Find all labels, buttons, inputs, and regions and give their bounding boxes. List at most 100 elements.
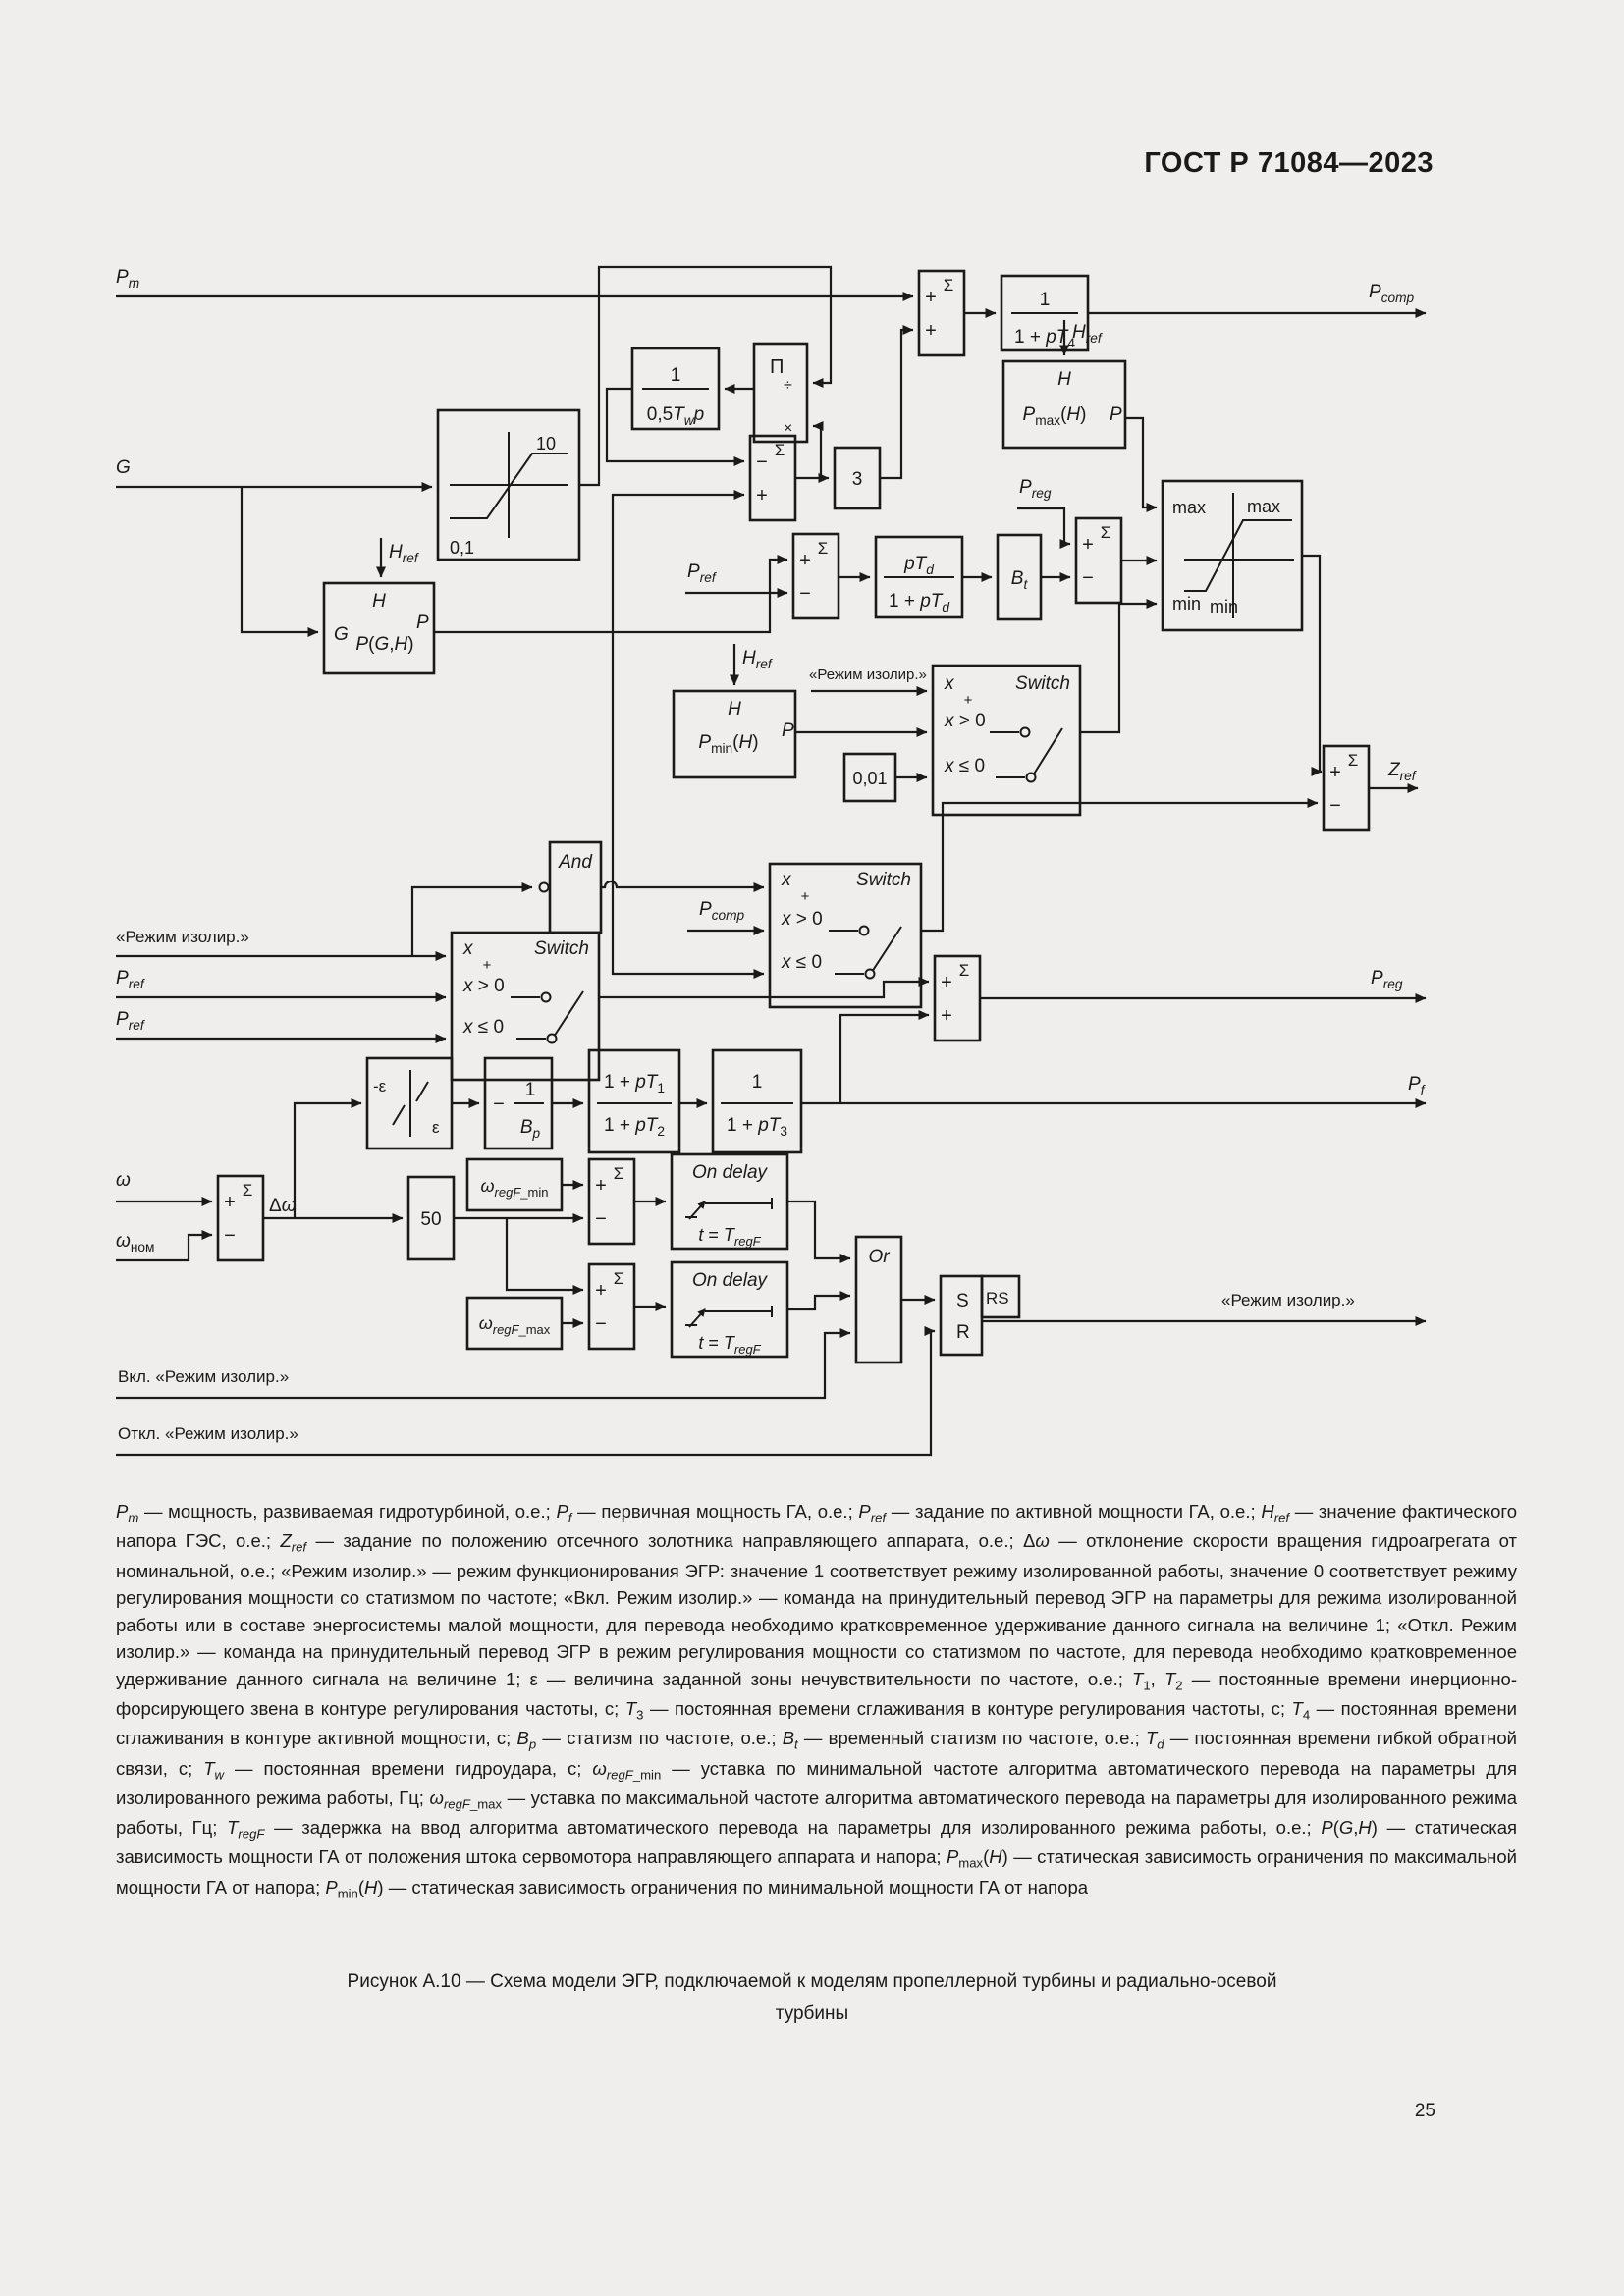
diagram-label: Pref	[116, 968, 145, 991]
diagram-label: And	[558, 852, 593, 873]
block-transfer-t4	[1000, 274, 1090, 352]
diagram-label: Σ	[614, 1269, 624, 1288]
diagram-label: Откл. «Режим изолир.»	[118, 1424, 298, 1443]
diagram-label: G	[334, 624, 349, 645]
diagram-label: Σ	[775, 441, 785, 459]
diagram-label: Or	[868, 1247, 890, 1267]
diagram-label: +	[925, 320, 937, 342]
switch-3-stubs	[511, 996, 546, 1040]
diagram-label: «Режим изолир.»	[1221, 1291, 1355, 1309]
diagram-label: Σ	[959, 961, 970, 980]
deadzone-slope-1	[415, 1081, 429, 1102]
saturation-limits-curve	[1184, 519, 1292, 592]
block-rs-tag	[980, 1274, 1021, 1319]
block-droop-bp	[483, 1056, 554, 1150]
block-summator-fmin	[587, 1157, 636, 1246]
block-saturation-gate	[436, 408, 581, 561]
switch-2-stubs	[829, 930, 864, 975]
diagram-label: Pref	[687, 561, 717, 585]
diagram-label: ωregF_max	[479, 1313, 551, 1337]
page-title: ГОСТ Р 71084—2023	[1144, 147, 1434, 179]
figure-caption-line-1: Рисунок А.10 — Схема модели ЭГР, подключ…	[347, 1971, 1277, 1992]
diagram-label: 1 + pT2	[604, 1115, 665, 1139]
diagram-label: «Режим изолир.»	[116, 928, 249, 946]
diagram-label: Pm	[116, 267, 139, 291]
block-summator-flow	[748, 434, 797, 522]
diagram-label: x > 0	[462, 976, 505, 996]
block-switch-1	[931, 664, 1082, 817]
block-summator-preg-limit	[1074, 516, 1123, 605]
diagram-label: +	[799, 550, 811, 571]
diagram-label: -ε	[373, 1077, 387, 1095]
diagram-label: 1	[752, 1072, 763, 1093]
block-summator-zref	[1322, 744, 1371, 832]
on-delay-1-waveform	[685, 1198, 773, 1218]
diagram-label: +	[925, 287, 937, 308]
diagram-label: H	[372, 591, 386, 612]
diagram-label: x ≤ 0	[462, 1017, 504, 1038]
diagram-label: +	[1082, 534, 1094, 556]
diagram-label: Preg	[1019, 477, 1052, 501]
block-lead-lag-t1-t2	[587, 1048, 681, 1154]
diagram-label: H	[1057, 369, 1071, 390]
diagram-label: 50	[420, 1209, 441, 1230]
block-summator-fmax	[587, 1262, 636, 1351]
diagram-label: Σ	[243, 1181, 253, 1200]
diagram-label: H	[728, 699, 741, 720]
block-pmin	[672, 689, 797, 779]
block-saturation-limits	[1161, 479, 1304, 632]
diagram-label: pTd	[903, 554, 934, 577]
diagram-label: x > 0	[781, 909, 823, 930]
on-delay-2-waveform	[685, 1306, 773, 1326]
diagram-label: −	[1082, 567, 1094, 589]
page-number: 25	[1414, 2101, 1435, 2121]
diagram-label: Π	[770, 356, 784, 378]
diagram-label: Bt	[1011, 568, 1029, 592]
diagram-label: t = TregF	[698, 1333, 761, 1357]
diagram-label: −	[756, 452, 768, 473]
diagram-label: Pcomp	[1369, 282, 1415, 305]
diagram-label: Zref	[1387, 760, 1417, 783]
diagram-label: S	[956, 1291, 969, 1311]
diagram-label: x	[462, 938, 474, 959]
block-on-delay-1	[670, 1152, 789, 1251]
diagram-label: 1 + pT1	[604, 1072, 665, 1095]
block-omega-regf-min	[465, 1157, 564, 1212]
diagram-label: Href	[389, 542, 419, 565]
diagram-label: x > 0	[944, 711, 986, 731]
diagram-label: ÷	[784, 377, 792, 394]
diagram-label: 1 + pT4	[1014, 327, 1075, 350]
block-pmax	[1001, 359, 1127, 450]
diagram-label: 1	[1040, 290, 1051, 310]
diagram-label: Href	[1072, 322, 1103, 346]
diagram-label: −	[493, 1094, 505, 1115]
diagram-label: 1 + pTd	[889, 591, 949, 614]
blocks	[216, 269, 1371, 1364]
block-or	[854, 1235, 903, 1364]
diagram-label: x ≤ 0	[944, 756, 985, 776]
diagram-label: Δω	[269, 1196, 297, 1216]
switch-1-contact-b	[1025, 772, 1037, 783]
diagram-label: +	[756, 485, 768, 507]
switch-1-stubs	[990, 731, 1025, 778]
diagram-label: Σ	[1348, 751, 1359, 770]
diagram-label: Σ	[818, 539, 829, 558]
diagram-label: Вкл. «Режим изолир.»	[118, 1367, 289, 1386]
diagram-label: Pmin(H)	[698, 732, 758, 756]
diagram-label: min	[1172, 594, 1201, 614]
diagram-label: Bp	[520, 1117, 541, 1141]
diagram-label: RS	[986, 1289, 1009, 1308]
diagram-label: P(G,H)	[355, 634, 413, 655]
diagram-label: Switch	[534, 938, 589, 959]
diagram-label: On delay	[692, 1162, 769, 1183]
diagram-label: min	[1210, 597, 1238, 616]
block-omega-regf-max	[465, 1296, 564, 1351]
switch-3-contact-b	[546, 1033, 558, 1044]
diagram-label: +	[595, 1280, 607, 1302]
block-switch-3	[450, 931, 601, 1082]
diagram-label: max	[1172, 498, 1206, 517]
diagram-label: ωном	[116, 1231, 154, 1255]
diagram-label: −	[1329, 795, 1341, 817]
